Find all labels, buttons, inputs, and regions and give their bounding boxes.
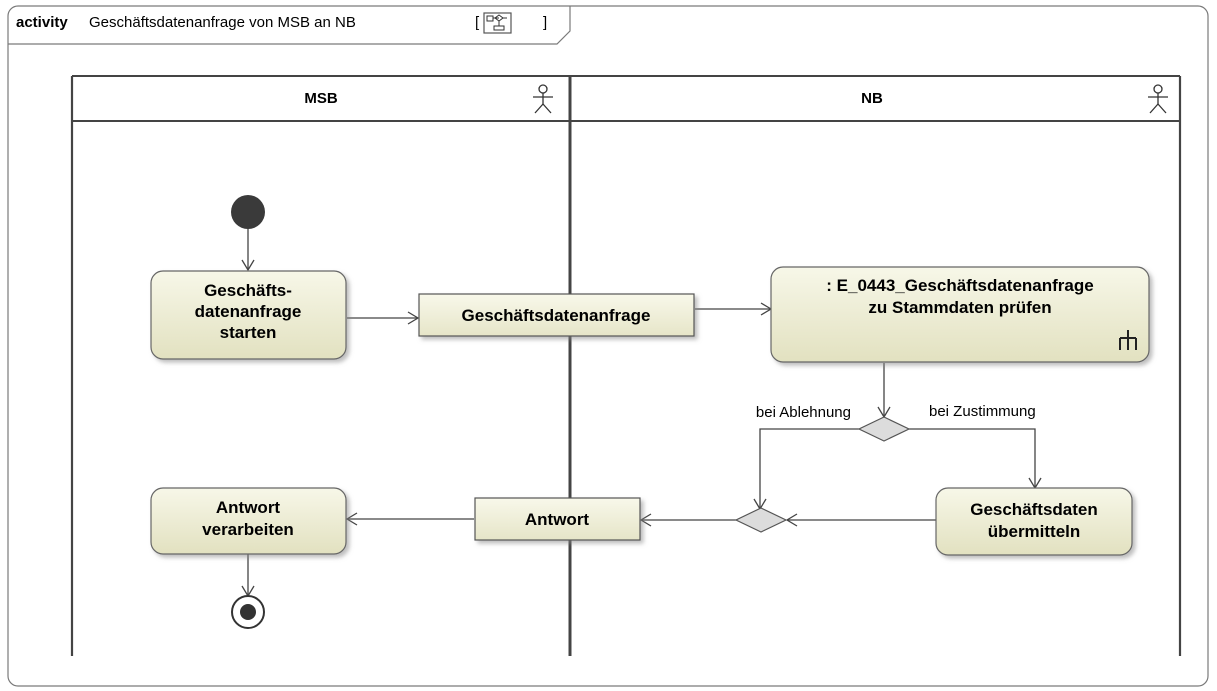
- guard-reject: bei Ablehnung: [756, 404, 851, 421]
- actor-icon: [1148, 84, 1168, 114]
- action-process-line2: verarbeiten: [202, 520, 294, 539]
- action-transmit-line1: Geschäftsdaten: [970, 500, 1098, 519]
- swimlanes: [70, 75, 1182, 656]
- frame-title: Geschäftsdatenanfrage von MSB an NB: [89, 14, 356, 31]
- frame-keyword: activity: [16, 14, 68, 31]
- initial-node[interactable]: [231, 195, 265, 229]
- diagram-icon: [483, 12, 512, 34]
- action-process-line1: Antwort: [216, 498, 281, 517]
- action-process-answer[interactable]: Antwort verarbeiten: [150, 487, 347, 555]
- object-answer-label: Antwort: [525, 510, 590, 529]
- lane-msb-label: MSB: [304, 90, 338, 107]
- object-request-label: Geschäftsdatenanfrage: [462, 306, 651, 325]
- actor-icon: [533, 84, 553, 114]
- decision-node[interactable]: [857, 416, 911, 442]
- lane-nb-header: NB: [861, 84, 1168, 114]
- action-check-master-data[interactable]: : E_0443_Geschäftsdatenanfrage zu Stammd…: [770, 266, 1150, 363]
- action-start-request[interactable]: Geschäfts- datenanfrage starten: [150, 270, 347, 360]
- action-check-line1: : E_0443_Geschäftsdatenanfrage: [826, 276, 1093, 295]
- frame-bracket-open: [: [475, 14, 480, 31]
- action-start-request-line2: datenanfrage: [195, 302, 302, 321]
- activity-final-node[interactable]: [231, 595, 265, 629]
- guard-approve: bei Zustimmung: [929, 403, 1036, 420]
- merge-node[interactable]: [734, 507, 788, 533]
- lane-nb-label: NB: [861, 90, 883, 107]
- lane-msb-header: MSB: [304, 84, 553, 114]
- action-transmit-line2: übermitteln: [988, 522, 1081, 541]
- action-transmit-data[interactable]: Geschäftsdaten übermitteln: [935, 487, 1133, 556]
- frame-bracket-close: ]: [543, 14, 547, 31]
- object-answer[interactable]: Antwort: [474, 497, 641, 541]
- action-start-request-line3: starten: [220, 323, 277, 342]
- object-request[interactable]: Geschäftsdatenanfrage: [418, 293, 695, 337]
- action-start-request-line1: Geschäfts-: [204, 281, 292, 300]
- flow-edges: [241, 228, 1042, 598]
- call-behavior-rake-icon: [1119, 330, 1137, 350]
- action-check-line2: zu Stammdaten prüfen: [868, 298, 1051, 317]
